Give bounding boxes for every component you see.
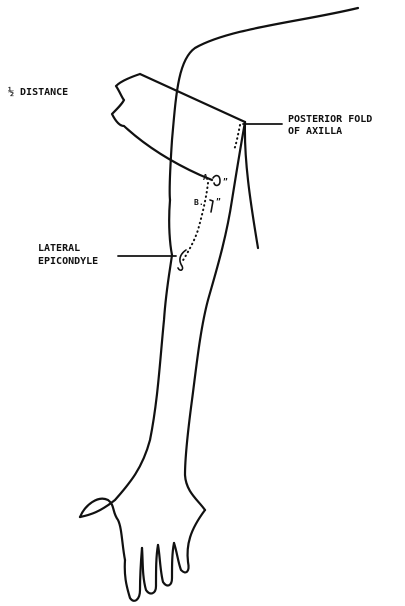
measuring-band: [112, 74, 245, 180]
posterior-fold-label-line2: OF AXILLA: [288, 126, 342, 137]
point-a-label: A: [203, 173, 208, 182]
upper-arm-outer-edge: [80, 200, 172, 517]
half-distance-label: ½ DISTANCE: [8, 86, 68, 98]
posterior-fold-label-line1: POSTERIOR FOLD: [288, 114, 372, 125]
hand-finger-4: [174, 510, 205, 572]
point-b-mark: [210, 200, 213, 212]
lateral-epicondyle-label-line2: EPICONDYLE: [38, 256, 98, 267]
upper-arm-inner-edge: [185, 122, 245, 510]
lateral-epicondyle-marker: [178, 250, 186, 270]
posterior-dotted-line: [234, 125, 240, 150]
lateral-epicondyle-label-line1: LATERAL: [38, 243, 80, 254]
hand-finger-1: [125, 548, 142, 601]
hand-finger-2: [142, 545, 158, 593]
hand-finger-3: [158, 543, 174, 585]
torso-outline: [245, 122, 258, 248]
shoulder-outline: [170, 8, 358, 200]
point-a-measure: ”: [223, 177, 228, 186]
point-b-label: B.: [194, 198, 204, 207]
point-a-mark: [213, 176, 220, 186]
point-b-measure: ”: [216, 197, 221, 206]
